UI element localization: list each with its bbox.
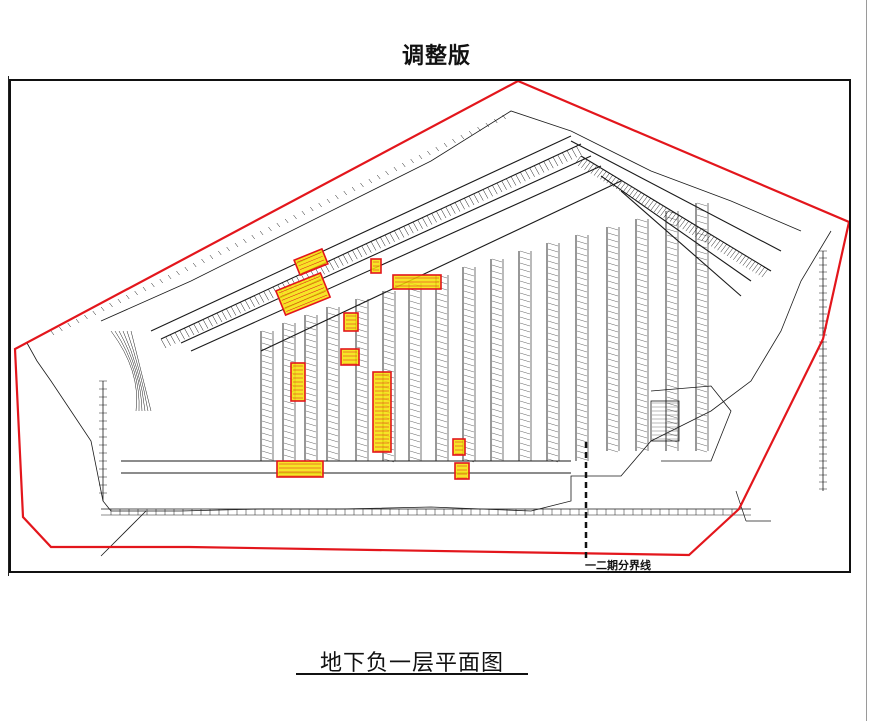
- phase-line-label: 一二期分界线: [585, 558, 651, 572]
- document-title: 调整版: [401, 43, 471, 69]
- floor-plan-drawing: 一二期分界线: [9, 79, 851, 573]
- plan-title: 地下负一层平面图: [319, 651, 504, 676]
- parking-hatch: [261, 202, 708, 463]
- floor-plan-svg: 一二期分界线: [13, 81, 849, 572]
- highlighted-zones: [274, 247, 470, 480]
- adjacent-sheet-edge: [0, 76, 9, 576]
- drawing-linework: [26, 110, 832, 557]
- plan-title-underline: [296, 673, 528, 675]
- site-boundary-line: [13, 81, 849, 557]
- page-edge: [866, 0, 867, 721]
